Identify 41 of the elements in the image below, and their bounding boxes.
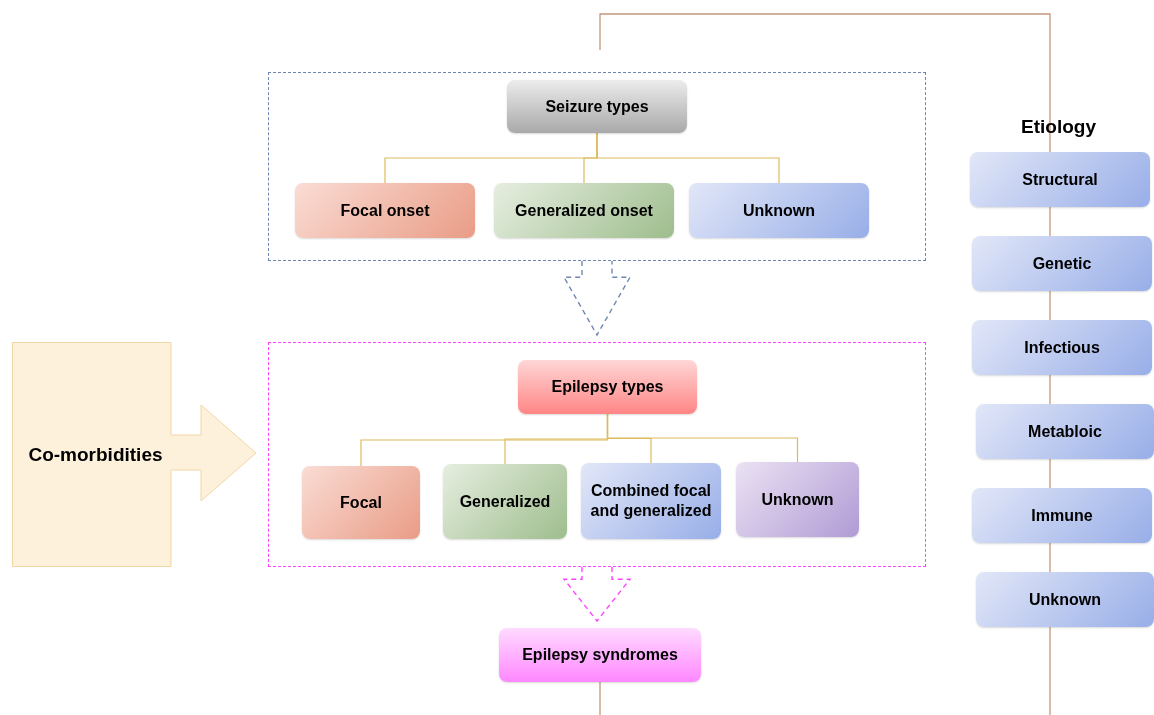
column-heading: Etiology bbox=[1021, 116, 1096, 138]
process-box bbox=[507, 80, 687, 133]
process-box bbox=[295, 183, 475, 238]
block-arrow bbox=[12, 342, 257, 567]
process-box bbox=[972, 236, 1152, 291]
node-label: Unknown bbox=[1028, 589, 1102, 610]
process-box bbox=[970, 152, 1150, 207]
process-box bbox=[443, 464, 567, 539]
process-box bbox=[736, 462, 859, 537]
process-box bbox=[494, 183, 674, 238]
process-box bbox=[972, 320, 1152, 375]
connector-line bbox=[606, 413, 799, 463]
node-label: Combined focal and generalized bbox=[589, 481, 713, 521]
process-box bbox=[499, 628, 701, 682]
node-label: Metabloic bbox=[1027, 421, 1103, 442]
hollow-arrow bbox=[562, 566, 632, 623]
group-frame bbox=[268, 342, 926, 567]
node-label: Immune bbox=[1030, 505, 1094, 526]
process-box bbox=[976, 572, 1154, 627]
node-label: Infectious bbox=[1023, 337, 1101, 358]
process-box bbox=[581, 463, 721, 539]
node-label: Focal bbox=[339, 492, 383, 513]
process-box bbox=[976, 404, 1154, 459]
hollow-arrow bbox=[562, 260, 632, 337]
node-label: Unknown bbox=[760, 489, 835, 510]
connector-line bbox=[596, 132, 780, 184]
node-label: Unknown bbox=[742, 200, 816, 221]
node-label: Genetic bbox=[1031, 253, 1093, 274]
node-label: Epilepsy syndromes bbox=[521, 645, 679, 665]
node-label: Focal onset bbox=[339, 200, 431, 221]
process-box bbox=[302, 466, 420, 539]
group-frame bbox=[268, 72, 926, 261]
node-label: Generalized bbox=[458, 491, 552, 512]
process-box bbox=[972, 488, 1152, 543]
node-label: Seizure types bbox=[544, 96, 650, 117]
node-label: Epilepsy types bbox=[550, 377, 665, 397]
node-label: Co-morbidities bbox=[27, 442, 164, 467]
process-box bbox=[689, 183, 869, 238]
node-label: Generalized onset bbox=[514, 200, 654, 221]
process-box bbox=[518, 360, 697, 414]
node-label: Structural bbox=[1021, 169, 1099, 190]
